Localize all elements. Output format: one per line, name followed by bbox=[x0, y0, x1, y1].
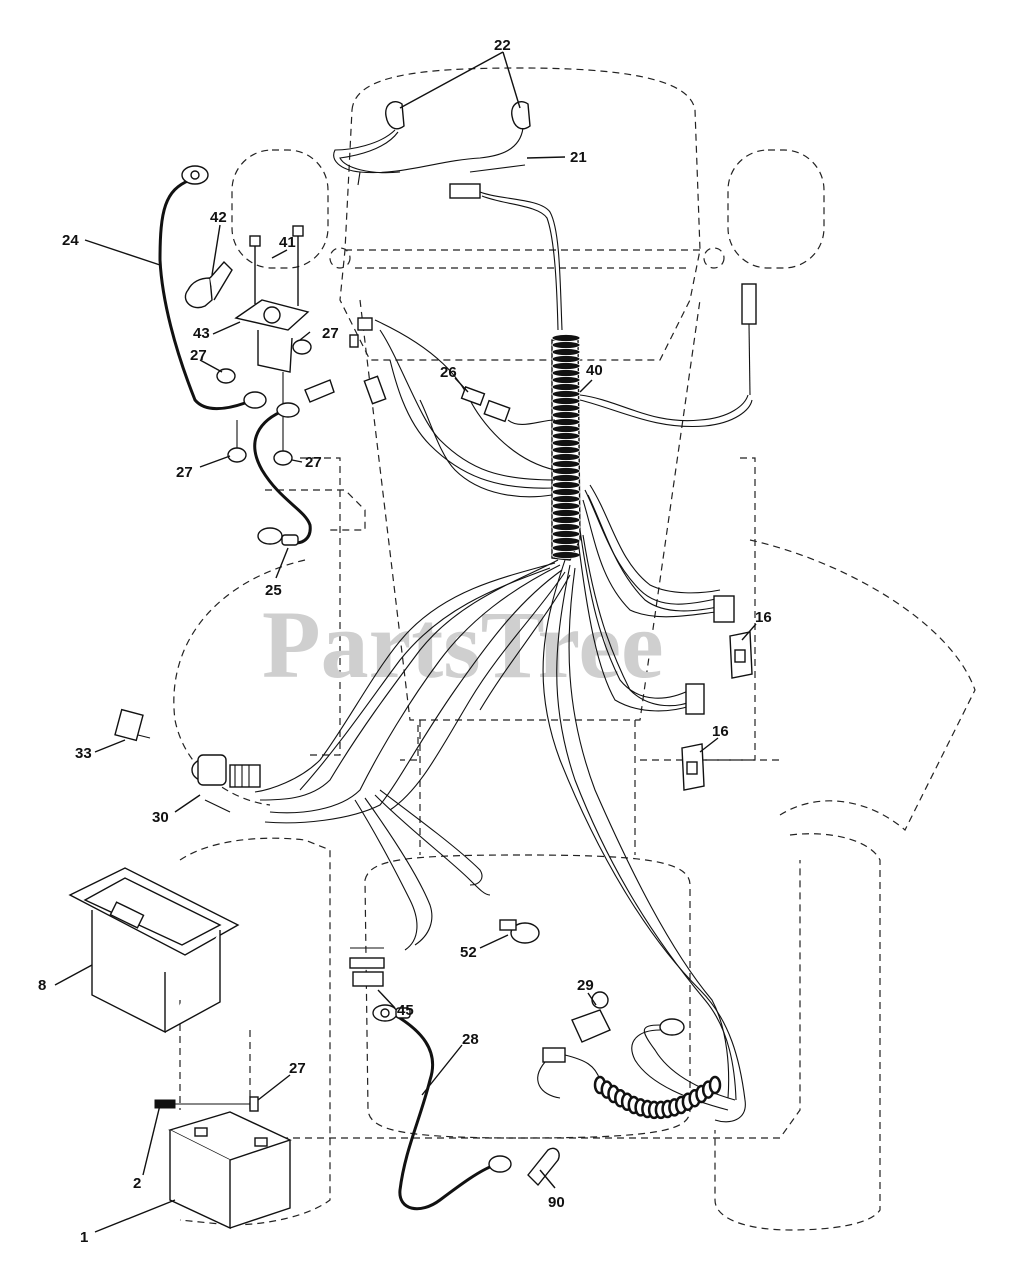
callout-27-lower-right: 27 bbox=[305, 454, 322, 471]
loom-rib bbox=[551, 418, 581, 426]
callout-16-lower: 16 bbox=[712, 723, 729, 740]
connector-16-upper bbox=[729, 631, 753, 679]
loom-rib bbox=[551, 348, 581, 356]
callout-24: 24 bbox=[62, 232, 79, 249]
callout-40: 40 bbox=[586, 362, 603, 379]
ground-terminal bbox=[659, 1018, 685, 1036]
relay-33 bbox=[114, 708, 151, 742]
ignition-switch bbox=[191, 754, 261, 813]
headlight-assembly bbox=[333, 100, 531, 186]
watermark: PartsTree bbox=[262, 591, 664, 698]
hood-connector bbox=[449, 183, 563, 331]
callout-16-upper: 16 bbox=[755, 609, 772, 626]
callout-25: 25 bbox=[265, 582, 282, 599]
leader-lines bbox=[54, 51, 757, 1233]
fuse-holder-45 bbox=[349, 947, 385, 987]
loom-rib bbox=[551, 390, 581, 398]
loom-rib bbox=[551, 376, 581, 384]
bulb-52 bbox=[499, 919, 540, 944]
loom-rib bbox=[551, 509, 581, 517]
callout-1: 1 bbox=[80, 1229, 88, 1246]
coil-turn bbox=[708, 1075, 722, 1095]
callout-41: 41 bbox=[279, 234, 296, 251]
callout-45: 45 bbox=[397, 1002, 414, 1019]
callout-27-right: 27 bbox=[322, 325, 339, 342]
callout-26: 26 bbox=[440, 364, 457, 381]
loom-rib bbox=[551, 460, 581, 468]
loom-rib bbox=[551, 467, 581, 475]
callout-33: 33 bbox=[75, 745, 92, 762]
loom-rib bbox=[551, 369, 581, 377]
battery bbox=[168, 1111, 292, 1230]
callout-90: 90 bbox=[548, 1194, 565, 1211]
loom-rib bbox=[551, 362, 581, 370]
loom-rib bbox=[551, 544, 581, 552]
loom-rib bbox=[551, 474, 581, 482]
loom-rib bbox=[551, 481, 581, 489]
cable-24 bbox=[158, 165, 267, 411]
solenoid-assembly bbox=[184, 225, 312, 466]
terminal-boot-90 bbox=[527, 1147, 560, 1187]
loom-rib bbox=[551, 404, 581, 412]
callout-28: 28 bbox=[462, 1031, 479, 1048]
loom-rib bbox=[551, 446, 581, 454]
callout-21: 21 bbox=[570, 149, 587, 166]
callout-42: 42 bbox=[210, 209, 227, 226]
callout-27-battery: 27 bbox=[289, 1060, 306, 1077]
loom-rib bbox=[551, 383, 581, 391]
battery-box bbox=[68, 867, 240, 1034]
cable-28 bbox=[372, 1004, 512, 1211]
loom-rib bbox=[551, 439, 581, 447]
loom-rib bbox=[551, 453, 581, 461]
coiled-wire bbox=[593, 1075, 722, 1120]
loom-rib bbox=[551, 530, 581, 538]
loom-rib bbox=[551, 537, 581, 545]
connector-16-lower bbox=[681, 743, 705, 791]
tractor-outline bbox=[173, 67, 976, 1231]
battery-bolt bbox=[154, 1096, 259, 1112]
loom-rib bbox=[551, 523, 581, 531]
loom-rib bbox=[551, 411, 581, 419]
loom-rib bbox=[551, 432, 581, 440]
loom-rib bbox=[551, 551, 581, 559]
loom-rib bbox=[551, 425, 581, 433]
callout-43: 43 bbox=[193, 325, 210, 342]
loom-rib bbox=[551, 516, 581, 524]
loom-rib bbox=[551, 502, 581, 510]
loom-rib bbox=[551, 488, 581, 496]
loom-rib bbox=[551, 334, 581, 342]
callout-27-lower-left: 27 bbox=[176, 464, 193, 481]
cable-25 bbox=[253, 379, 335, 546]
callout-22: 22 bbox=[494, 37, 511, 54]
callout-labels: 22 21 24 42 41 43 27 27 27 27 25 26 40 1… bbox=[38, 37, 772, 1246]
loom-rib bbox=[551, 495, 581, 503]
harness-wires bbox=[254, 283, 757, 1123]
callout-27-left: 27 bbox=[190, 347, 207, 364]
callout-52: 52 bbox=[460, 944, 477, 961]
callout-8: 8 bbox=[38, 977, 46, 994]
callout-2: 2 bbox=[133, 1175, 141, 1192]
switch-29 bbox=[537, 991, 722, 1120]
loom-rib bbox=[551, 397, 581, 405]
loom-rib bbox=[551, 341, 581, 349]
callout-30: 30 bbox=[152, 809, 169, 826]
callout-29: 29 bbox=[577, 977, 594, 994]
harness-loom bbox=[551, 334, 581, 561]
loom-rib bbox=[551, 355, 581, 363]
